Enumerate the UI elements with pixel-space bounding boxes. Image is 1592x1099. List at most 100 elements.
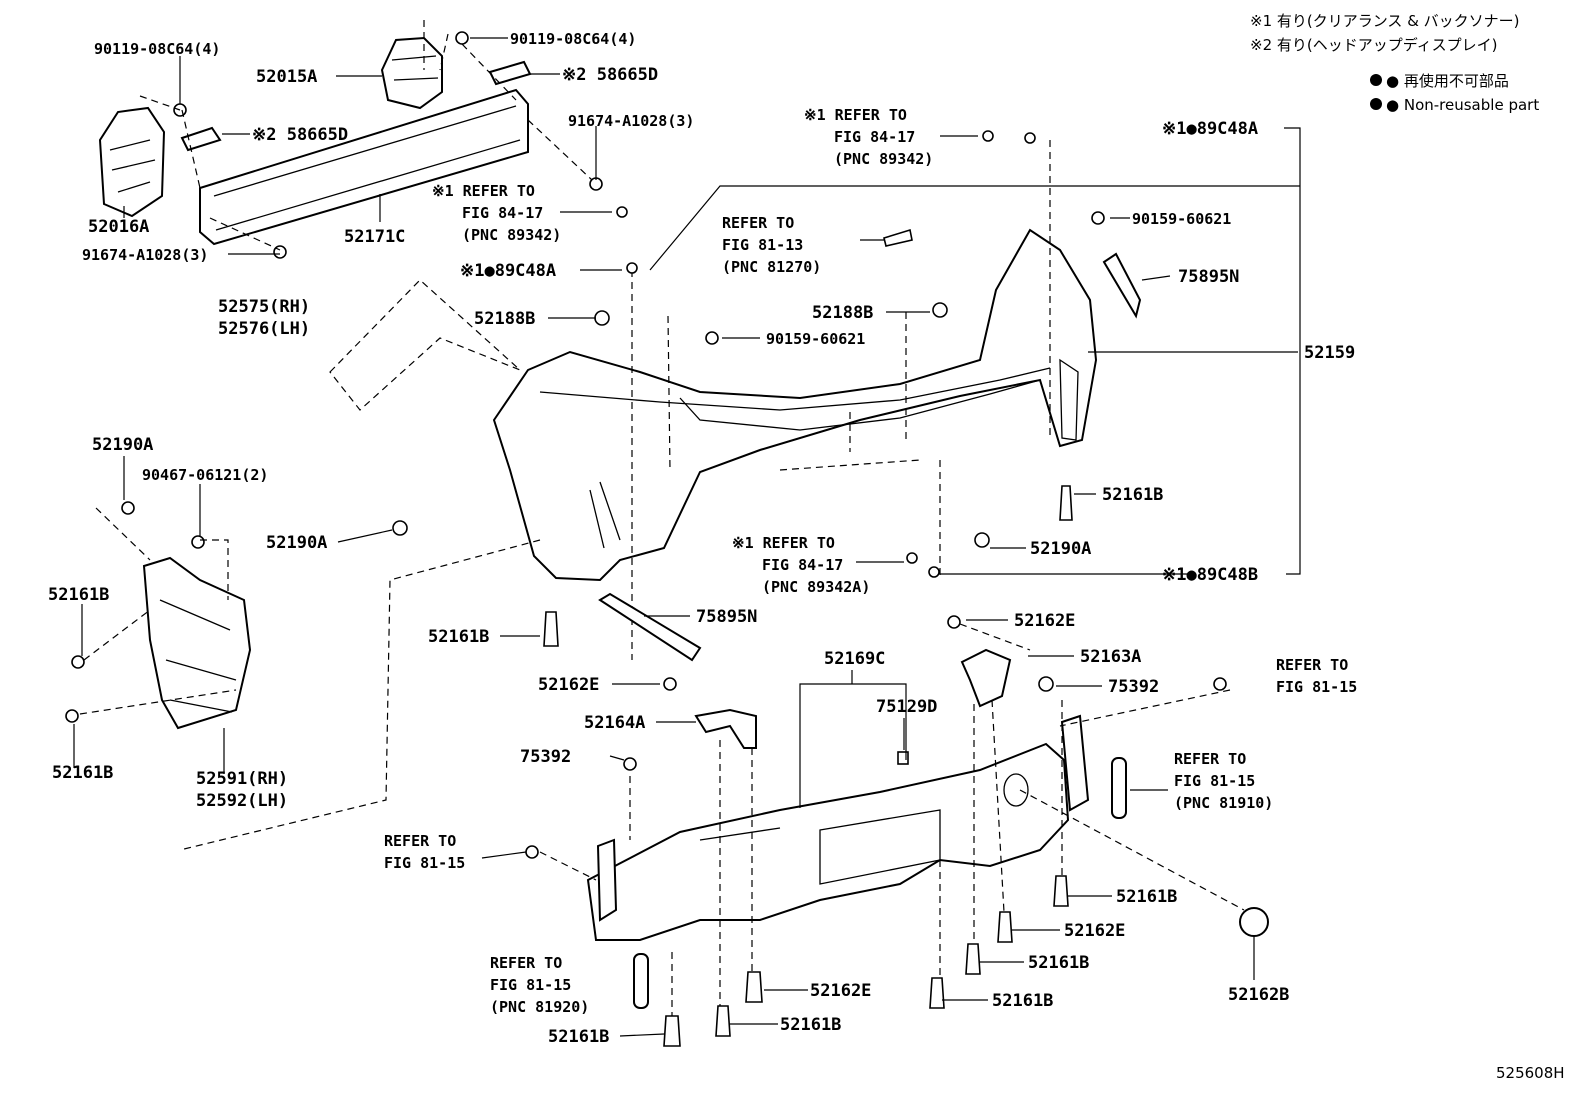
bolt-icon (705, 331, 719, 345)
reflector-bracket-left-shape (596, 838, 618, 922)
callout-label: 52162E (1064, 921, 1125, 941)
right-bracket-detail (391, 55, 439, 81)
callout-label: 52016A (88, 217, 149, 237)
note-2: ※2 有り(ヘッドアップディスプレイ) (1250, 36, 1498, 54)
strip-lower-shape (598, 592, 702, 662)
callout-label: 52161B (780, 1015, 841, 1035)
clip-icon (663, 677, 677, 691)
callout-label: 52190A (266, 533, 327, 553)
sensor-clip-icon (626, 262, 638, 274)
note-3: ● 再使用不可部品 (1386, 72, 1509, 90)
sensor-clip-icon (906, 552, 918, 564)
callout-label: 75895N (1178, 267, 1239, 287)
diffuser-dashed-lines (539, 623, 1245, 1016)
callout-label: 75129D (876, 697, 937, 717)
push-rivet-icon (997, 911, 1013, 943)
callout-label: 52188B (474, 309, 535, 329)
bracket-52164A-shape (694, 708, 757, 749)
callout-label: 52161B (992, 991, 1053, 1011)
tow-hole-shape (1003, 773, 1029, 807)
callout-label: 52190A (1030, 539, 1091, 559)
bullet-icon (1370, 98, 1382, 110)
callout-label: FIG 81-13 (722, 236, 803, 254)
callout-label: 52163A (1080, 647, 1141, 667)
callout-label: 75392 (520, 747, 571, 767)
reinforcement-beam-shape (199, 88, 529, 246)
sensor-clip-icon (982, 130, 994, 142)
callout-label: REFER TO (722, 214, 794, 232)
clip-icon (932, 302, 948, 318)
reflector-left-shape (633, 953, 649, 1009)
cover-bracket-leader (649, 127, 1301, 575)
bumper-cover-side-vent (1059, 358, 1079, 441)
callout-label: 52161B (1102, 485, 1163, 505)
reinforcement-beam-edge (213, 105, 521, 231)
push-rivet-icon (745, 971, 763, 1003)
callout-label: 52161B (48, 585, 109, 605)
nut-icon (191, 535, 205, 549)
diagram-id: 525608H (1496, 1064, 1565, 1082)
callout-label: 90119-08C64(4) (510, 30, 636, 48)
lower-diffuser-shape (586, 742, 1070, 941)
callout-label: 52188B (812, 303, 873, 323)
screw-icon (1213, 677, 1227, 691)
bullet-icon (1370, 74, 1382, 86)
push-rivet-icon (715, 1005, 731, 1037)
callout-label: 52159 (1304, 343, 1355, 363)
callout-label: 52164A (584, 713, 645, 733)
callout-label: 52169C (824, 649, 885, 669)
callout-label: 52162B (1228, 985, 1289, 1005)
callout-label: ※1 REFER TO (804, 106, 907, 124)
side-retainer-shape (142, 556, 252, 730)
push-rivet-icon (965, 943, 981, 975)
clip-icon (897, 751, 909, 765)
bolt-icon (65, 709, 79, 723)
callout-label: 75895N (696, 607, 757, 627)
callout-label: FIG 81-15 (1276, 678, 1357, 696)
screw-icon (974, 532, 990, 548)
side-retainer-group (65, 501, 252, 730)
callout-label: ※1●89C48A (1162, 119, 1258, 139)
callout-label: 52161B (428, 627, 489, 647)
bracket-52163A-shape (960, 648, 1012, 708)
legend-notes: ※1 有り(クリアランス & バックソナー) ※2 有り(ヘッドアップディスプレ… (1250, 12, 1539, 114)
strip-upper-shape (1102, 252, 1142, 319)
left-bracket-shape (98, 106, 166, 218)
callout-label: FIG 84-17 (762, 556, 843, 574)
lower-diffuser-group (525, 615, 1269, 1047)
clip-icon (594, 310, 610, 326)
callout-label: 52591(RH) (196, 769, 288, 789)
callout-label: REFER TO (490, 954, 562, 972)
reference-part-81270-icon (883, 228, 913, 247)
callout-label: (PNC 89342) (834, 150, 933, 168)
callout-label: (PNC 81270) (722, 258, 821, 276)
sensor-clip-icon (928, 566, 940, 578)
side-retainer-detail (159, 599, 237, 713)
bumper-cover-shape (492, 228, 1098, 582)
callout-label: REFER TO (384, 832, 456, 850)
cover-to-side-dashed (179, 539, 541, 851)
callout-label: 90467-06121(2) (142, 466, 268, 484)
callout-label: 52161B (1116, 887, 1177, 907)
callout-label: 52162E (1014, 611, 1075, 631)
callout-label: 75392 (1108, 677, 1159, 697)
bolt-icon (71, 655, 85, 669)
push-rivet-icon (929, 977, 945, 1009)
callout-label: 90119-08C64(4) (94, 40, 220, 58)
left-bracket-detail (109, 139, 156, 193)
callout-label: 52162E (538, 675, 599, 695)
callout-label: 52576(LH) (218, 319, 310, 339)
callout-label: ※1 REFER TO (432, 182, 535, 200)
cover-dashed-lines (631, 140, 1051, 660)
side-retainer-dashed (79, 507, 237, 715)
callout-label: 90159-60621 (1132, 210, 1231, 228)
bumper-cover-crease (539, 367, 1051, 411)
callout-label: 52161B (52, 763, 113, 783)
callout-label: 52575(RH) (218, 297, 310, 317)
callout-label: (PNC 81920) (490, 998, 589, 1016)
screw-icon (392, 520, 408, 536)
push-rivet-icon (1053, 875, 1069, 907)
bumper-cover-group (179, 127, 1301, 851)
callout-labels: 90119-08C64(4) 52015A 90119-08C64(4) ※2 … (48, 30, 1357, 1047)
